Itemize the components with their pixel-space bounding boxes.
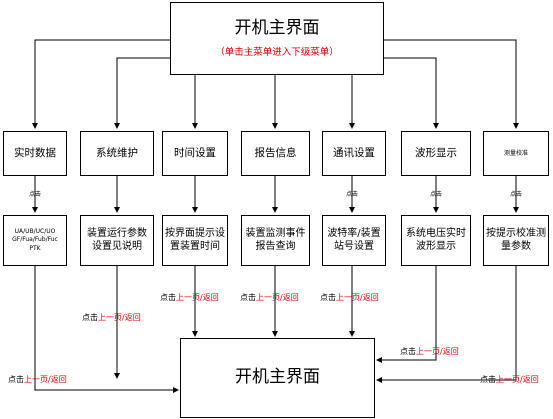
menu-realtime-data: 实时数据 <box>3 131 67 176</box>
back-note-calibration: 点击上一页/返回 <box>480 375 539 384</box>
detail-measurement-calibration: 按提示校准测量参数 <box>483 215 549 266</box>
back-note-realtime: 点击上一页/返回 <box>8 375 67 384</box>
click-note-comm: 点击 <box>346 191 359 198</box>
return-waveform <box>376 266 437 363</box>
detail-realtime-data: UA/UB/UC/UO GF/Fua/Fub/Fuc PTK <box>3 215 67 266</box>
click-note-calibration: 点击 <box>510 191 523 198</box>
click-note-waveform: 点击 <box>430 191 443 198</box>
top-main-screen-box: 开机主界面 （单击主菜单进入下级菜单） <box>170 2 384 75</box>
detail-system-maintenance: 装置运行参数设置见说明 <box>80 215 154 266</box>
back-note-comm: 点击上一页/返回 <box>320 293 379 302</box>
back-note-report: 点击上一页/返回 <box>240 293 299 302</box>
return-realtime <box>34 266 179 393</box>
detail-comm-setting: 波特率/装置站号设置 <box>322 215 386 266</box>
menu-comm-setting: 通讯设置 <box>322 131 386 176</box>
connector-to-realtime <box>32 39 170 129</box>
menu-report-info: 报告信息 <box>241 131 310 176</box>
menu-time-setting: 时间设置 <box>162 131 228 176</box>
click-note-realtime: 点击 <box>29 191 42 198</box>
menu-system-maintenance: 系统维护 <box>80 131 154 176</box>
menu-measurement-calibration: 测量校准 <box>483 131 549 176</box>
bottom-main-screen-box: 开机主界面 <box>180 338 375 418</box>
connector-to-maintenance <box>114 57 170 129</box>
top-main-screen-subtitle: （单击主菜单进入下级菜单） <box>215 47 339 59</box>
top-main-screen-title: 开机主界面 <box>234 17 320 38</box>
detail-time-setting: 按界面提示设置装置时间 <box>162 215 228 266</box>
back-note-time: 点击上一页/返回 <box>160 293 219 302</box>
back-note-waveform: 点击上一页/返回 <box>400 347 459 356</box>
connector-to-calibration <box>384 39 519 129</box>
connector-to-waveform <box>384 57 439 129</box>
detail-waveform-display: 系统电压实时波形显示 <box>401 215 471 266</box>
detail-report-info: 装置监测事件报告查询 <box>241 215 310 266</box>
return-calibration <box>376 266 517 383</box>
back-note-maintenance: 点击上一页/返回 <box>82 313 141 322</box>
menu-waveform-display: 波形显示 <box>401 131 471 176</box>
